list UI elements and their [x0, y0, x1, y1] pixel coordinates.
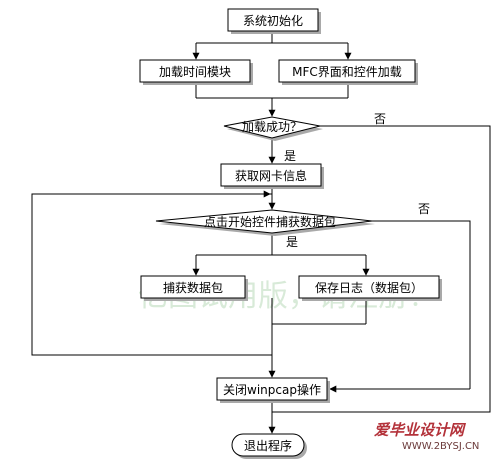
decision-load-ok-label: 加载成功？ — [242, 120, 302, 134]
node-save-log-label: 保存日志（数据包） — [315, 280, 423, 295]
node-capture-packets: 捕获数据包 — [140, 275, 248, 301]
node-get-nic-label: 获取网卡信息 — [235, 168, 307, 183]
node-save-log: 保存日志（数据包） — [298, 275, 442, 301]
node-init: 系统初始化 — [227, 8, 321, 34]
node-init-label: 系统初始化 — [243, 14, 303, 28]
node-exit-label: 退出程序 — [244, 438, 292, 453]
decision-click-capture: 点击开始控件捕获数据包 — [155, 209, 375, 236]
node-load-mfc: MFC界面和控件加载 — [278, 59, 418, 85]
decision-click-capture-label: 点击开始控件捕获数据包 — [204, 214, 336, 229]
flow-edges — [31, 31, 491, 434]
brand-url: WWW.2BYSJ.CN — [402, 441, 479, 452]
node-close-winpcap-label: 关闭winpcap操作 — [223, 382, 321, 397]
brand-name: 爱毕业设计网 — [374, 421, 467, 439]
load-ok-no-label: 否 — [374, 112, 386, 126]
node-get-nic: 获取网卡信息 — [220, 163, 324, 189]
decision-load-ok: 加载成功？ — [223, 116, 323, 141]
capture-no-label: 否 — [418, 202, 430, 216]
node-load-time: 加载时间模块 — [139, 59, 253, 85]
node-close-winpcap: 关闭winpcap操作 — [216, 377, 330, 403]
node-load-time-label: 加载时间模块 — [159, 65, 231, 79]
load-ok-yes-label: 是 — [284, 149, 296, 163]
capture-yes-label: 是 — [286, 235, 298, 249]
node-load-mfc-label: MFC界面和控件加载 — [292, 65, 402, 79]
node-capture-packets-label: 捕获数据包 — [163, 280, 223, 295]
node-exit: 退出程序 — [231, 433, 307, 459]
